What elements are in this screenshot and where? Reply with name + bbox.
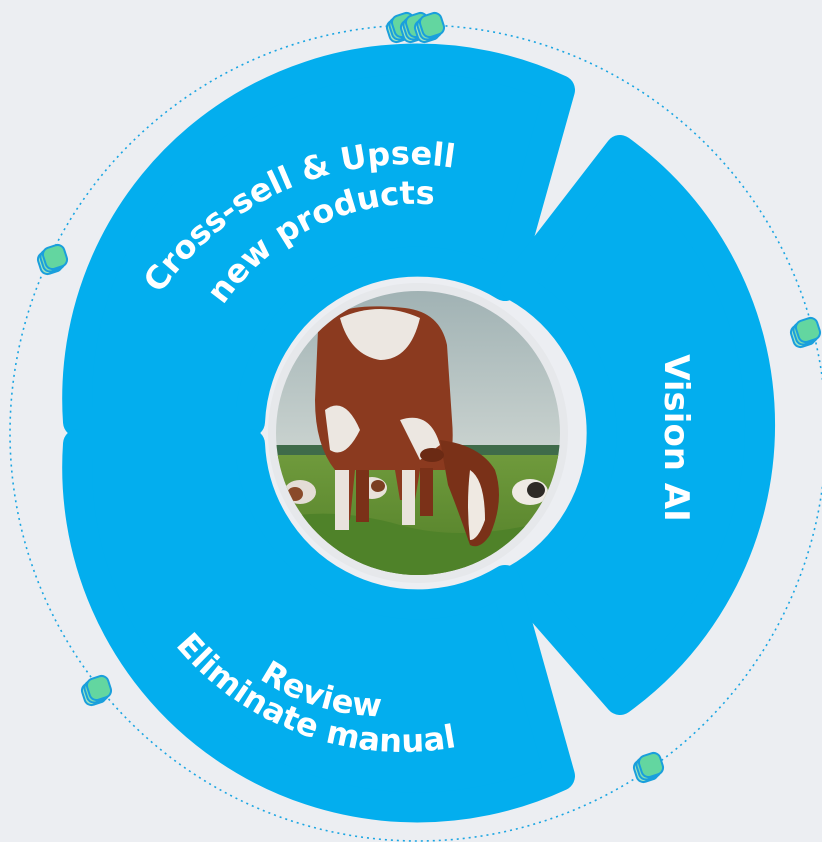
gem-stack-icon: [35, 242, 70, 277]
segment-cross-sell-upsell[interactable]: [62, 43, 575, 437]
gem-stack-icon: [384, 10, 447, 45]
gem-stack-icon: [79, 673, 114, 708]
gem-stack-icon: [631, 750, 666, 785]
segment-eliminate-review[interactable]: [62, 429, 575, 823]
segment-vision-ai[interactable]: [500, 135, 776, 715]
vision-ai-label: Vision AI: [656, 354, 696, 522]
